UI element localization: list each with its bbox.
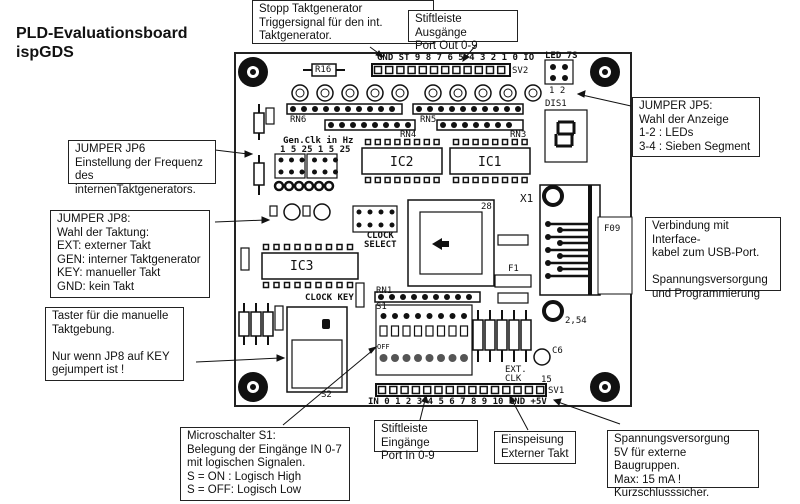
callout-interface: Verbindung mit Interface- kabel zum USB-… (645, 217, 781, 300)
resistor-network-rn6 (286, 103, 403, 115)
plcc-pin-28-label: 28 (481, 202, 492, 212)
led-d9 (291, 84, 309, 102)
led-d6 (366, 84, 384, 102)
x1-label: X1 (520, 192, 534, 205)
jumper-jp6 (274, 153, 306, 179)
f09-label: F09 (604, 224, 621, 234)
capacitor-c6 (533, 348, 551, 366)
ic1 (449, 147, 531, 175)
plcc-socket (407, 199, 495, 287)
callout-port-in: Stiftleiste Eingänge Port In 0-9 (374, 420, 478, 462)
callout-jumper-jp5: JUMPER JP5: Wahl der Anzeige 1-2 : LEDs … (632, 97, 760, 157)
sv1-label: SV1 (548, 386, 565, 396)
pitch-label: 2,54 (565, 316, 587, 326)
sv2-label: SV2 (512, 66, 529, 76)
s1-off-label: OFF (377, 343, 390, 351)
gen-clk-label: Gen.Clk in Hz (283, 136, 354, 146)
led-row (291, 84, 542, 102)
capacitor-c3 (240, 247, 250, 271)
resistor-network-rn1 (374, 291, 481, 303)
sv2-pins (290, 65, 521, 300)
mounting-hole-bottom-left (238, 372, 268, 402)
seven-segment-display (544, 109, 588, 163)
rn6-label: RN6 (290, 115, 307, 125)
fuse-f1 (494, 274, 532, 288)
ic3-label: IC3 (290, 259, 314, 274)
callout-jumper-jp6: JUMPER JP6 Einstellung der Frequenz des … (68, 140, 216, 196)
r16-label: R16 (315, 65, 332, 75)
led-d1 (499, 84, 517, 102)
jumper-jp5 (544, 59, 574, 85)
mounting-hole-top-left (238, 57, 268, 87)
led-d3 (449, 84, 467, 102)
resistor-r16 (311, 63, 337, 77)
jp5-pin-label: 1 2 (549, 86, 566, 96)
callout-externer-takt: Einspeisung Externer Takt (494, 431, 576, 464)
rn1-label: RN1 (376, 286, 393, 296)
clock-key-label: CLOCK KEY (305, 293, 354, 303)
resistor-network-rn4 (324, 119, 416, 131)
c6-label: C6 (552, 346, 563, 356)
title-line-1: PLD-Evaluationsboard (16, 25, 188, 42)
clock-key-button-s2[interactable] (286, 306, 348, 393)
capacitor-c9 (265, 107, 275, 125)
title-line-2: ispGDS (16, 44, 74, 61)
pin-15-label: 15 (541, 375, 552, 385)
callout-spannungsversorgung: Spannungsversorgung 5V für externe Baugr… (607, 430, 759, 499)
gen-clk-values: 1 5 25 1 5 25 (280, 145, 351, 155)
led-d0 (524, 84, 542, 102)
ic2-label: IC2 (390, 155, 414, 170)
led-d7 (341, 84, 359, 102)
rn4-label: RN4 (400, 130, 417, 140)
led-d8 (316, 84, 334, 102)
s1-label: S1 (376, 302, 387, 312)
ic1-label: IC1 (478, 155, 502, 170)
orientation-arrow-icon (432, 238, 442, 250)
resistor-network-rn3 (436, 119, 524, 131)
s2-label: S2 (321, 390, 332, 400)
resistor-r5 (253, 112, 265, 134)
callout-stopp-taktgenerator: Stopp Taktgenerator Triggersignal für de… (252, 0, 434, 44)
ic3 (261, 252, 359, 280)
capacitor-c2 (274, 305, 284, 331)
dis1-label: DIS1 (545, 99, 567, 109)
page-title: PLD-Evaluationsboard ispGDS (16, 24, 188, 62)
sv1-header (375, 383, 547, 397)
rn5-label: RN5 (420, 115, 437, 125)
sv2-header (371, 63, 511, 77)
mounting-hole-bottom-right (590, 372, 620, 402)
resistor-network-rn5 (412, 103, 524, 115)
ext-clk-label: EXT. CLK (505, 365, 527, 384)
callout-taster: Taster für die manuelle Taktgebung. Nur … (45, 307, 184, 381)
generator-transistors (269, 180, 335, 221)
capacitor-c1 (355, 282, 365, 308)
capacitor-c8 (497, 234, 529, 246)
sv1-pin-labels: IN 0 1 2 3 4 5 6 7 8 9 10 GND +5V (368, 397, 547, 407)
led-d5 (391, 84, 409, 102)
f1-label: F1 (508, 264, 519, 274)
led-d4 (424, 84, 442, 102)
callout-jumper-jp8: JUMPER JP8: Wahl der Taktung: EXT: exter… (50, 210, 210, 298)
jumper-jp7 (306, 153, 338, 179)
rn3-label: RN3 (510, 130, 527, 140)
clock-select-label: CLOCK SELECT (364, 231, 397, 250)
callout-port-out: Stiftleiste Ausgänge Port Out 0-9 (408, 10, 518, 52)
sv2-pin-labels: GND ST 9 8 7 6 5 4 3 2 1 0 IO (377, 53, 535, 63)
dip-switch-s1[interactable] (375, 304, 473, 376)
jumper-jp8 (352, 205, 398, 233)
ic2 (361, 147, 443, 175)
led-d2 (474, 84, 492, 102)
callout-arrows (195, 44, 632, 431)
mounting-hole-top-right (590, 57, 620, 87)
callout-microschalter-s1: Microschalter S1: Belegung der Eingänge … (180, 427, 350, 501)
jp5-top-label: LED 7S (545, 51, 578, 61)
resistor-r26 (253, 162, 265, 186)
